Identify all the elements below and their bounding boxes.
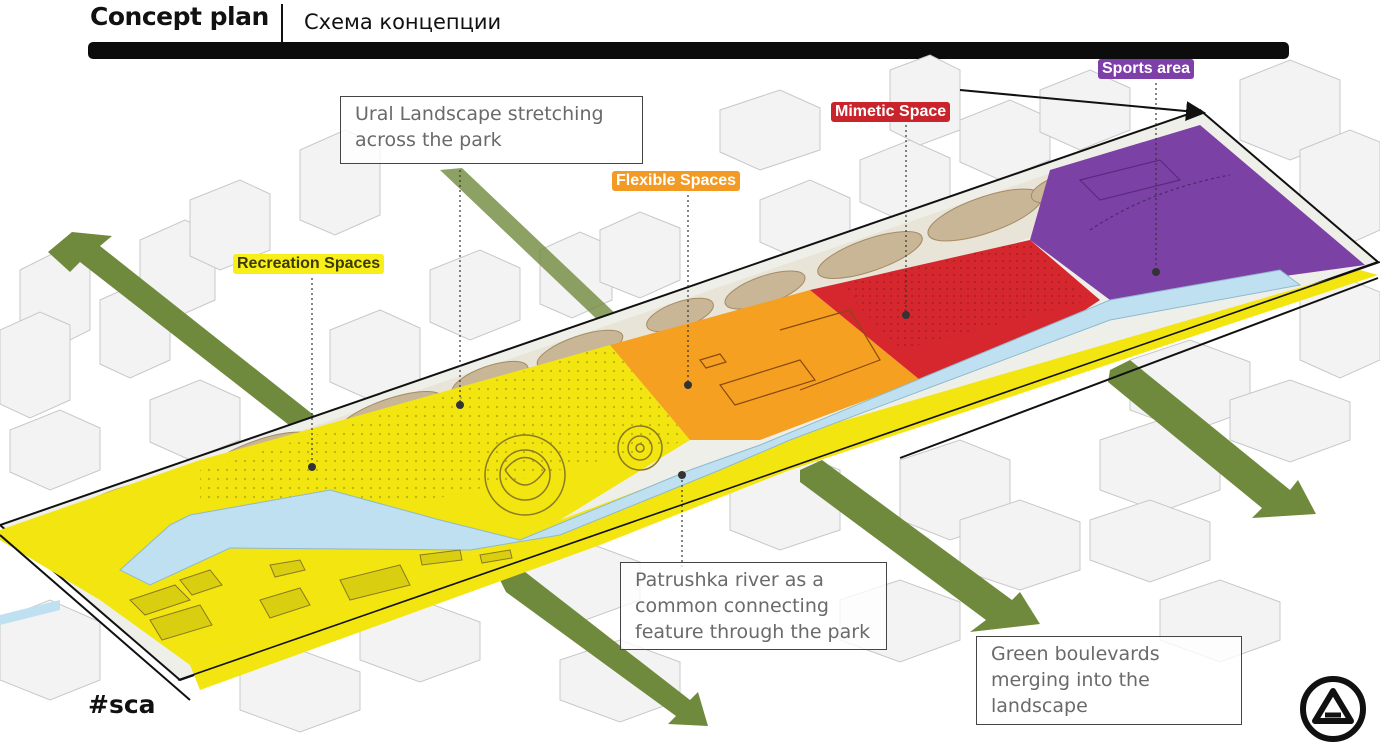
boulevard-s2 xyxy=(800,460,1040,632)
patrushka-river xyxy=(0,269,1302,625)
green-boulevards xyxy=(48,168,1316,726)
flexible-details xyxy=(699,309,881,406)
leader-lines xyxy=(311,83,1157,570)
recreation-details xyxy=(129,549,513,641)
callout-green-boulevards: Green boulevards merging into the landsc… xyxy=(976,636,1242,725)
label-recreation-spaces: Recreation Spaces xyxy=(233,254,385,274)
header-bar xyxy=(88,42,1289,59)
boulevard-e xyxy=(1108,360,1316,518)
south-strip xyxy=(190,270,1378,690)
sports-zone xyxy=(1030,125,1365,300)
label-flexible-spaces: Flexible Spaces xyxy=(612,171,741,191)
logo-icon xyxy=(1300,676,1366,742)
boulevard-n xyxy=(440,168,620,326)
mimetic-zone-dots xyxy=(840,240,1090,350)
callout-ural-landscape: Ural Landscape stretching across the par… xyxy=(340,96,643,164)
page-title: Concept plan xyxy=(90,2,269,31)
callout-patrushka-river: Patrushka river as a common connecting f… xyxy=(620,562,887,650)
leader-dots xyxy=(308,268,1160,479)
zone-details xyxy=(484,425,663,516)
label-mimetic-space: Mimetic Space xyxy=(831,102,951,122)
recreation-zone-dots xyxy=(200,345,690,500)
flexible-zone xyxy=(610,290,920,440)
header-divider xyxy=(281,4,283,42)
hashtag: #sca xyxy=(88,690,156,719)
sports-details xyxy=(1078,159,1231,231)
boulevard-nw xyxy=(48,232,320,432)
page-subtitle: Схема концепции xyxy=(304,10,502,34)
boulevard-s1 xyxy=(500,568,708,726)
label-sports-area: Sports area xyxy=(1098,59,1195,79)
